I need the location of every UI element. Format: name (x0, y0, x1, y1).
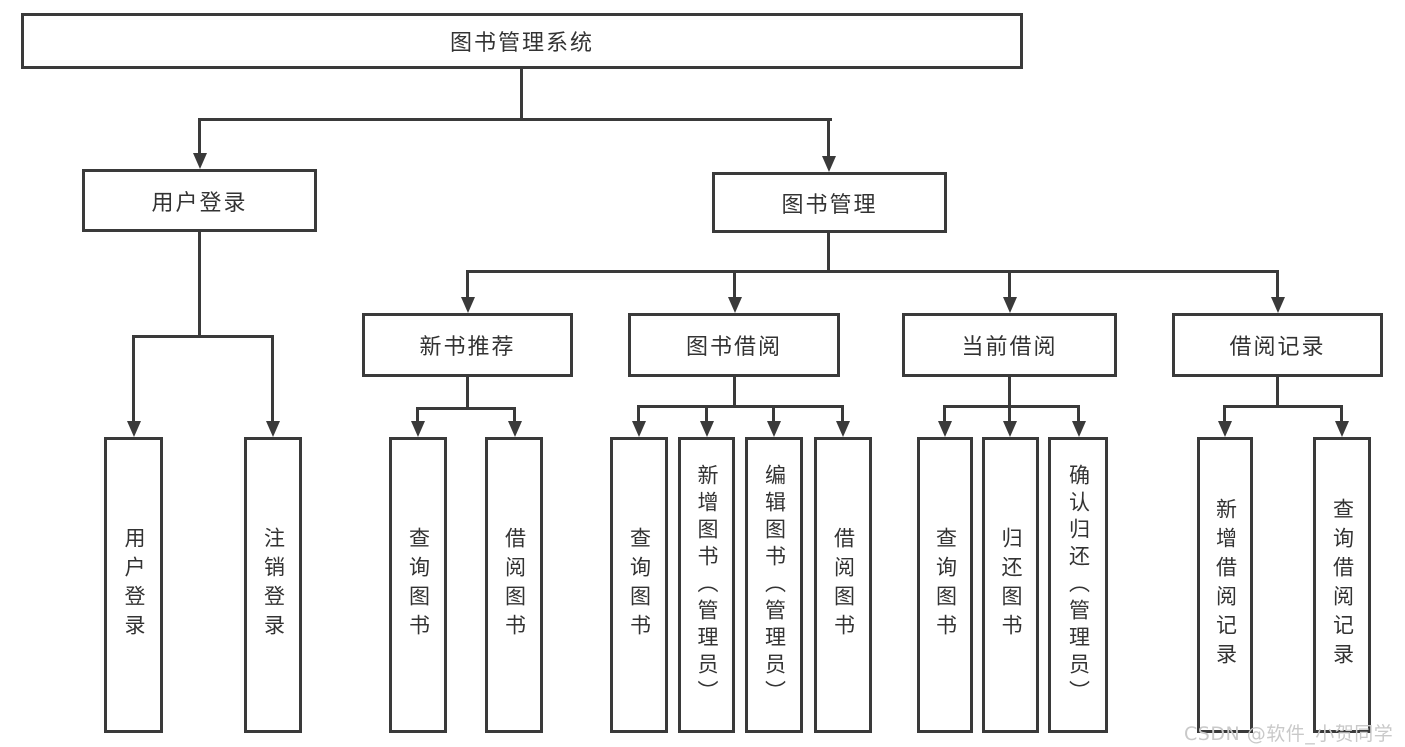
leaf-query-book-borrowing: 查询图书 (610, 437, 668, 733)
leaf-query-book-current: 查询图书 (917, 437, 973, 733)
leaf-borrow-book-recommend: 借阅图书 (485, 437, 543, 733)
leaf-query-borrow-record-label: 查询借阅记录 (1330, 498, 1355, 672)
leaf-user-login-label: 用户登录 (122, 527, 146, 643)
node-borrowing-records-label: 借阅记录 (1229, 335, 1326, 360)
connector-line (198, 118, 201, 156)
connector-line (513, 407, 516, 423)
connector-line (1340, 405, 1343, 423)
arrowhead-icon (1003, 297, 1017, 313)
arrowhead-icon (1271, 297, 1285, 313)
leaf-query-borrow-record: 查询借阅记录 (1313, 437, 1371, 733)
leaf-query-book-current-label: 查询图书 (933, 527, 958, 643)
connector-line (637, 405, 844, 408)
connector-line (271, 335, 274, 423)
connector-line (827, 233, 830, 273)
arrowhead-icon (266, 421, 280, 437)
arrowhead-icon (1335, 421, 1349, 437)
node-book-borrowing: 图书借阅 (628, 313, 840, 377)
connector-line (1276, 270, 1279, 298)
leaf-borrow-book-borrowing-label: 借阅图书 (831, 527, 856, 643)
connector-line (705, 405, 708, 423)
arrowhead-icon (1218, 421, 1232, 437)
arrowhead-icon (632, 421, 646, 437)
node-book-borrowing-label: 图书借阅 (685, 335, 782, 360)
arrowhead-icon (938, 421, 952, 437)
arrowhead-icon (127, 421, 141, 437)
connector-line (733, 270, 736, 298)
node-new-book-recommend-label: 新书推荐 (419, 335, 516, 360)
leaf-borrow-book-borrowing: 借阅图书 (814, 437, 872, 733)
arrowhead-icon (411, 421, 425, 437)
node-new-book-recommend: 新书推荐 (362, 313, 573, 377)
node-user-login: 用户登录 (82, 169, 317, 232)
node-current-borrowing: 当前借阅 (902, 313, 1117, 377)
connector-line (943, 405, 946, 423)
connector-line (466, 270, 1279, 273)
arrowhead-icon (836, 421, 850, 437)
leaf-add-borrow-record: 新增借阅记录 (1197, 437, 1253, 733)
connector-line (416, 407, 419, 423)
leaf-confirm-return-admin-label: 确认归还（管理员） (1066, 463, 1091, 707)
leaf-add-book-admin-label: 新增图书（管理员） (695, 463, 719, 707)
connector-line (1276, 377, 1279, 408)
node-user-login-label: 用户登录 (151, 190, 248, 216)
leaf-query-book-recommend-label: 查询图书 (406, 527, 431, 643)
arrowhead-icon (508, 421, 522, 437)
leaf-logout: 注销登录 (244, 437, 302, 733)
connector-line (772, 405, 775, 423)
node-book-management: 图书管理 (712, 172, 947, 233)
node-root: 图书管理系统 (21, 13, 1023, 69)
leaf-edit-book-admin: 编辑图书（管理员） (745, 437, 803, 733)
connector-line (132, 335, 135, 423)
connector-line (841, 405, 844, 423)
connector-line (1008, 270, 1011, 298)
csdn-watermark: CSDN @软件_小贺同学 (1184, 723, 1394, 745)
node-current-borrowing-label: 当前借阅 (961, 335, 1058, 360)
connector-line (1223, 405, 1226, 423)
arrowhead-icon (767, 421, 781, 437)
connector-line (416, 407, 516, 410)
arrowhead-icon (822, 156, 836, 172)
connector-line (1223, 405, 1343, 408)
arrowhead-icon (728, 297, 742, 313)
node-root-label: 图书管理系统 (449, 31, 594, 56)
leaf-add-book-admin: 新增图书（管理员） (678, 437, 735, 733)
leaf-return-book-label: 归还图书 (999, 527, 1023, 643)
leaf-confirm-return-admin: 确认归还（管理员） (1048, 437, 1108, 733)
leaf-borrow-book-recommend-label: 借阅图书 (502, 527, 527, 643)
connector-line (733, 377, 736, 408)
connector-line (1008, 377, 1011, 408)
connector-line (827, 118, 830, 159)
connector-line (1077, 405, 1080, 423)
connector-line (198, 232, 201, 338)
leaf-user-login: 用户登录 (104, 437, 163, 733)
arrowhead-icon (1072, 421, 1086, 437)
node-book-management-label: 图书管理 (781, 192, 878, 218)
leaf-logout-label: 注销登录 (261, 527, 286, 643)
arrowhead-icon (700, 421, 714, 437)
connector-line (466, 270, 469, 298)
connector-line (943, 405, 1080, 408)
leaf-add-borrow-record-label: 新增借阅记录 (1213, 498, 1238, 672)
connector-line (198, 118, 832, 121)
leaf-edit-book-admin-label: 编辑图书（管理员） (762, 463, 787, 707)
leaf-query-book-borrowing-label: 查询图书 (627, 527, 652, 643)
connector-line (520, 69, 523, 120)
node-borrowing-records: 借阅记录 (1172, 313, 1383, 377)
arrowhead-icon (193, 153, 207, 169)
leaf-return-book: 归还图书 (982, 437, 1039, 733)
arrowhead-icon (461, 297, 475, 313)
connector-line (466, 377, 469, 410)
connector-line (1008, 405, 1011, 423)
connector-line (132, 335, 274, 338)
arrowhead-icon (1003, 421, 1017, 437)
connector-line (637, 405, 640, 423)
leaf-query-book-recommend: 查询图书 (389, 437, 447, 733)
